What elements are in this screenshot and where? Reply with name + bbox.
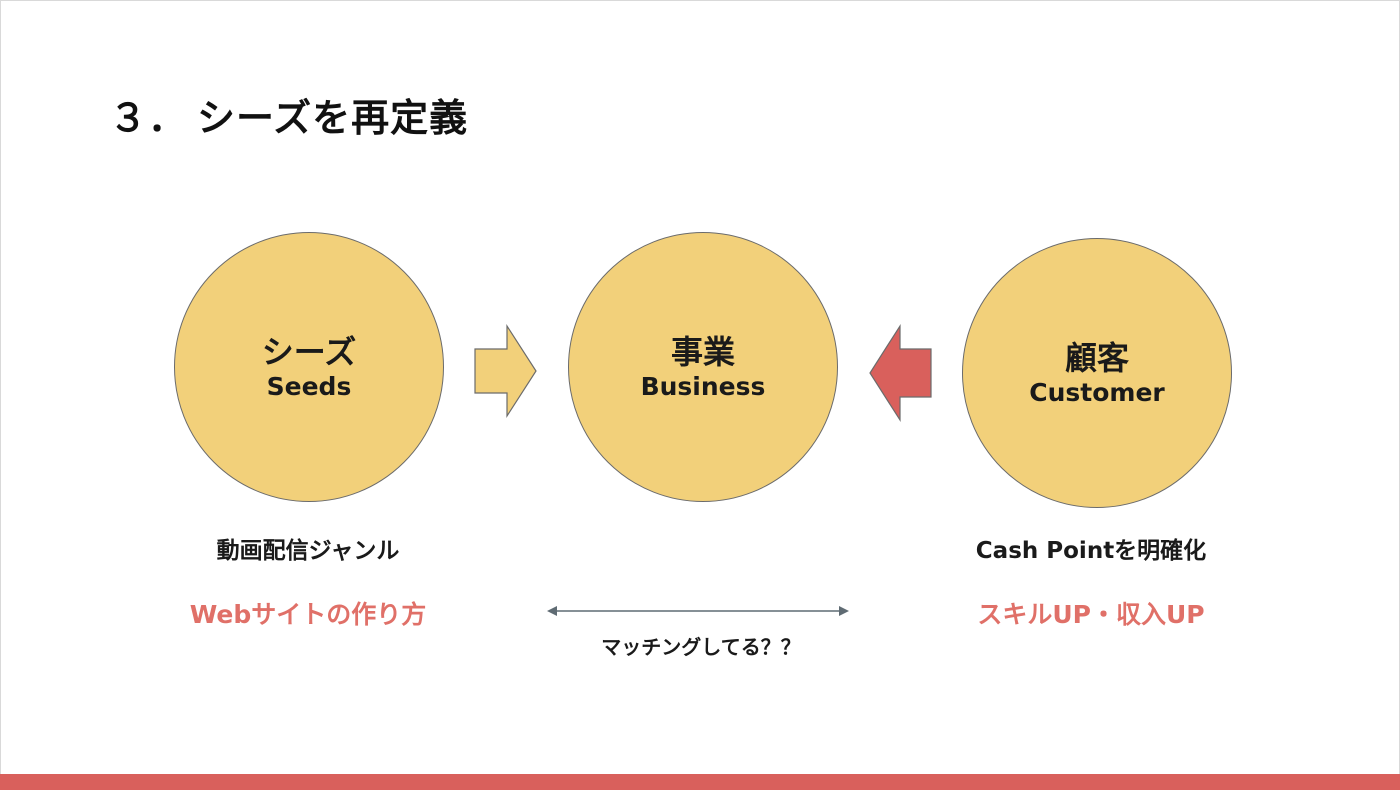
customer-label: Cash Pointを明確化 (975, 538, 1207, 564)
seeds-label: 動画配信ジャンル (216, 538, 400, 564)
customer-circle-jp: 顧客 (1064, 339, 1129, 377)
matching-caption: マッチングしてる？？ (601, 635, 801, 659)
customer-example: スキルUP・収入UP (977, 600, 1205, 629)
business-circle-jp: 事業 (670, 333, 735, 371)
slide-title-text: シーズを再定義 (197, 96, 469, 140)
seeds-example: Webサイトの作り方 (189, 600, 427, 629)
seeds-circle-en: Seeds (266, 372, 352, 401)
customer-to-business-arrow (869, 323, 932, 423)
customer-circle-en: Customer (1029, 378, 1165, 407)
customer-circle: 顧客 Customer (962, 238, 1232, 508)
slide-number: ３． (109, 96, 188, 140)
business-circle: 事業 Business (568, 232, 838, 502)
seeds-to-business-arrow (474, 323, 537, 419)
matching-double-arrow (547, 606, 849, 616)
bottom-accent-bar (0, 774, 1400, 790)
slide-title: ３．シーズを再定義 (109, 87, 468, 142)
seeds-circle-jp: シーズ (261, 333, 357, 371)
seeds-circle: シーズ Seeds (174, 232, 444, 502)
business-circle-en: Business (640, 372, 766, 401)
